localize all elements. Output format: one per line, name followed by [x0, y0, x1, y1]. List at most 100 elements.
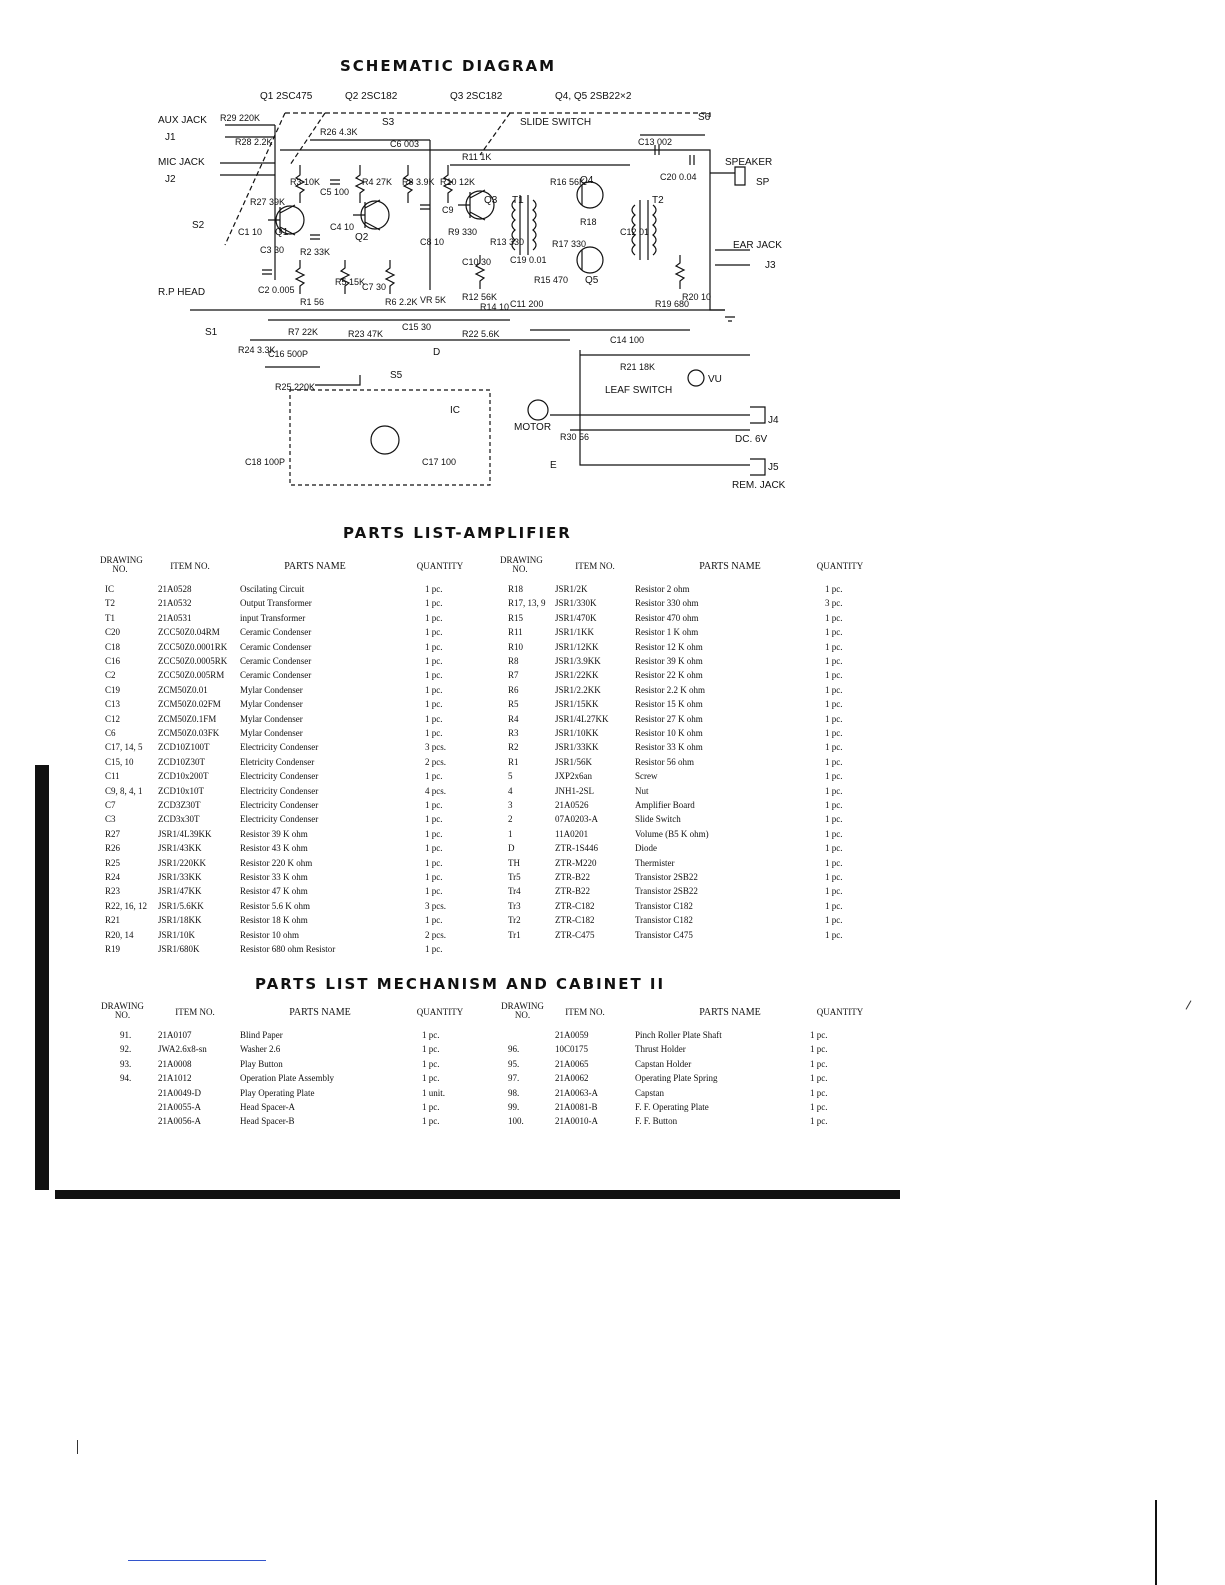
cell-item-no: JSR1/4L27KK — [555, 713, 609, 724]
cell-drawing-no: R25 — [105, 857, 121, 868]
cell-quantity: 1 pc. — [425, 641, 443, 652]
cell-quantity: 1 pc. — [425, 872, 443, 882]
cell-drawing-no: R15 — [508, 612, 524, 623]
label-ic: IC — [450, 405, 460, 416]
cell-quantity: 1 pc. — [825, 742, 843, 753]
comp-c6: C6 003 — [390, 139, 419, 149]
cell-quantity: 1 pc. — [825, 900, 843, 911]
cell-parts-name: Resistor 39 K ohm — [635, 656, 703, 666]
cell-drawing-no: C2 — [105, 670, 116, 681]
label-q4-q5: Q4, Q5 2SB22×2 — [555, 91, 632, 102]
cell-quantity: 1 pc. — [825, 857, 843, 868]
amp-table-right: DRAWING NO. ITEM NO. PARTS NAME QUANTITY… — [500, 556, 870, 956]
comp-r3: R3 10K — [290, 177, 320, 187]
cell-parts-name: Slide Switch — [635, 814, 681, 825]
comp-c14: C14 100 — [610, 335, 644, 345]
cell-drawing-no: C11 — [105, 771, 120, 782]
mech-table-right: DRAWING NO. ITEM NO. PARTS NAME QUANTITY… — [500, 1002, 870, 1132]
col-drawing-no: DRAWING NO. — [101, 1001, 144, 1020]
cell-parts-name: Oscilating Circuit — [240, 584, 305, 594]
cell-quantity: 1 pc. — [425, 857, 443, 868]
cell-item-no: JSR1/330K — [555, 598, 597, 609]
cell-item-no: JSR1/12KK — [555, 641, 599, 652]
cell-drawing-no: R8 — [508, 656, 519, 666]
cell-item-no: 21A0049-D — [158, 1087, 201, 1098]
comp-vr: VR 5K — [420, 295, 446, 305]
cell-quantity: 1 pc. — [425, 814, 443, 825]
comp-c4: C4 10 — [330, 222, 354, 232]
cell-parts-name: Resistor 47 K ohm — [240, 886, 308, 897]
cell-quantity: 1 pc. — [825, 641, 843, 652]
cell-parts-name: Capstan — [635, 1087, 664, 1098]
cell-drawing-no: R5 — [508, 699, 519, 710]
cell-parts-name: Head Spacer-B — [240, 1116, 295, 1127]
col-quantity: QUANTITY — [416, 561, 464, 571]
comp-r28: R28 2.2K — [235, 137, 273, 147]
cell-drawing-no: 3 — [508, 800, 513, 810]
cell-parts-name: Transistor C182 — [635, 900, 693, 911]
label-rem-jack: REM. JACK — [732, 480, 786, 491]
cell-drawing-no: C15, 10 — [105, 756, 134, 767]
cell-parts-name: Resistor 56 ohm — [635, 756, 695, 767]
comp-r24: R24 3.3K — [238, 345, 276, 355]
cell-quantity: 3 pcs. — [425, 742, 446, 753]
cell-quantity: 1 pc. — [425, 656, 443, 666]
cell-item-no: 21A0528 — [158, 584, 192, 594]
col-item-no: ITEM NO. — [575, 561, 615, 571]
cell-item-no: ZCD3x30T — [158, 814, 200, 825]
cell-parts-name: Resistor 470 ohm — [635, 612, 699, 623]
comp-c20: C20 0.04 — [660, 172, 697, 182]
cell-item-no: JWA2.6x8-sn — [158, 1044, 207, 1055]
cell-item-no: JXP2x6an — [555, 771, 593, 782]
comp-c18: C18 100P — [245, 457, 285, 467]
cell-drawing-no: R7 — [508, 670, 519, 681]
cell-item-no: 21A0531 — [158, 612, 192, 623]
cell-drawing-no: D — [508, 843, 515, 854]
comp-c13: C13 002 — [638, 137, 672, 147]
cell-drawing-no: Tr1 — [508, 929, 521, 940]
label-s2: S2 — [192, 220, 205, 231]
comp-c7: C7 30 — [362, 282, 386, 292]
cell-item-no: ZTR-C182 — [555, 915, 595, 926]
cell-quantity: 1 pc. — [425, 886, 443, 897]
cell-parts-name: Resistor 18 K ohm — [240, 915, 308, 926]
col-quantity: QUANTITY — [416, 1007, 464, 1017]
cell-item-no: JNH1-2SL — [555, 785, 595, 796]
cell-parts-name: Operation Plate Assembly — [240, 1073, 334, 1084]
comp-c17: C17 100 — [422, 457, 456, 467]
cell-item-no: ZCD10Z100T — [158, 742, 210, 753]
cell-parts-name: Electricity Condenser — [240, 800, 319, 810]
cell-item-no: 21A0062 — [555, 1073, 589, 1084]
cell-drawing-no: R27 — [105, 828, 121, 839]
comp-c10: C10 30 — [462, 257, 491, 267]
cell-quantity: 1 pc. — [425, 699, 443, 710]
cell-drawing-no: C20 — [105, 627, 121, 638]
cell-item-no: JSR1/47KK — [158, 886, 202, 897]
cell-drawing-no: 91. — [120, 1030, 132, 1040]
cell-parts-name: Operating Plate Spring — [635, 1073, 718, 1084]
cell-quantity: 1 pc. — [810, 1044, 828, 1055]
cell-drawing-no: 94. — [120, 1073, 132, 1084]
cell-quantity: 1 pc. — [810, 1102, 828, 1112]
cell-parts-name: Resistor 10 ohm — [240, 929, 300, 940]
label-q3: Q3 2SC182 — [450, 91, 503, 102]
cell-quantity: 1 pc. — [825, 929, 843, 940]
cell-quantity: 1 pc. — [825, 771, 843, 782]
label-motor: MOTOR — [514, 422, 551, 433]
